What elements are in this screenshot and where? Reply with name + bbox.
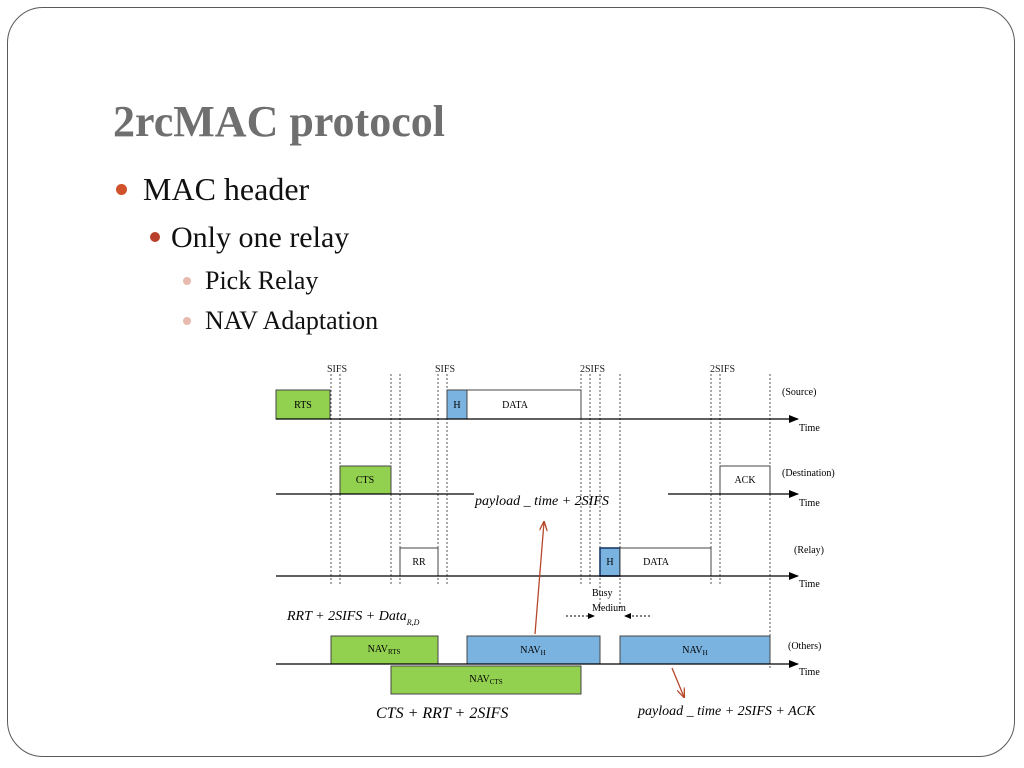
nav-h-frame xyxy=(619,635,771,665)
ifs-label: 2SIFS xyxy=(710,364,735,375)
slide-title: 2rcMAC protocol xyxy=(113,97,445,146)
time-label: Time xyxy=(799,667,820,678)
ifs-label: SIFS xyxy=(435,364,455,375)
data-label: DATA xyxy=(502,400,529,411)
bullet-only-one-relay: Only one relay xyxy=(150,221,349,255)
slide-frame xyxy=(7,7,1015,757)
nav-h-label: NAVH xyxy=(682,645,707,657)
bullet-mac-header: MAC header xyxy=(116,171,309,208)
rts-frame xyxy=(275,389,331,420)
cts-frame xyxy=(339,465,392,495)
nav-cts-frame xyxy=(390,665,582,695)
data-frame xyxy=(619,547,712,577)
rts-label: RTS xyxy=(294,400,312,411)
annotation-arrows xyxy=(534,522,684,697)
data-label: DATA xyxy=(643,557,670,568)
nav-h-frame xyxy=(466,635,601,665)
busy-medium-label: Medium xyxy=(592,603,626,614)
formula-payload-2sifs: payload _ time + 2SIFS xyxy=(474,494,609,509)
bullet-dot xyxy=(183,317,191,326)
arrow-to-payload-ack xyxy=(671,667,684,697)
arrow-to-payload xyxy=(534,522,544,635)
lane-label: (Destination) xyxy=(782,468,835,479)
bullet-dot xyxy=(150,232,160,243)
bullet-text: Only one relay xyxy=(171,221,350,254)
formula-cts-rrt: CTS + RRT + 2SIFS xyxy=(376,705,508,722)
busy-medium: Busy Medium xyxy=(566,588,650,619)
header-label: H xyxy=(606,557,613,568)
rr-label: RR xyxy=(412,557,426,568)
time-label: Time xyxy=(799,579,820,590)
ifs-label: SIFS xyxy=(327,364,347,375)
bullet-nav-adaptation: NAV Adaptation xyxy=(183,306,378,336)
ack-frame xyxy=(719,465,771,495)
lane-source: RTS H DATA (Source) Time xyxy=(275,387,820,434)
formula-rrt: RRT + 2SIFS + DataR,D xyxy=(286,609,420,627)
bullet-dot xyxy=(116,184,127,196)
busy-medium-label: Busy xyxy=(592,588,613,599)
bullet-text: NAV Adaptation xyxy=(205,306,379,335)
ifs-labels: SIFS SIFS 2SIFS 2SIFS xyxy=(327,364,735,375)
bullet-dot xyxy=(183,277,191,286)
lane-others: RRT + 2SIFS + DataR,D NAVRTS NAVH NAVH (… xyxy=(276,609,821,722)
nav-h-label: NAVH xyxy=(520,645,545,657)
bullet-text: MAC header xyxy=(143,171,310,207)
lane-label: (Relay) xyxy=(794,545,824,556)
time-label: Time xyxy=(799,423,820,434)
cts-label: CTS xyxy=(356,475,374,486)
header-label: H xyxy=(453,400,460,411)
ack-label: ACK xyxy=(734,475,756,486)
lane-label: (Source) xyxy=(782,387,816,398)
lane-destination: CTS ACK (Destination) Time payload _ tim… xyxy=(276,465,835,509)
bullet-pick-relay: Pick Relay xyxy=(183,266,318,296)
nav-cts-label: NAVCTS xyxy=(469,674,502,686)
data-frame xyxy=(466,389,582,420)
formula-payload-ack: payload _ time + 2SIFS + ACK xyxy=(637,704,816,719)
ifs-label: 2SIFS xyxy=(580,364,605,375)
lane-label: (Others) xyxy=(788,641,821,652)
lane-relay: RR H DATA (Relay) Time xyxy=(276,545,824,590)
bullet-text: Pick Relay xyxy=(205,266,319,295)
time-label: Time xyxy=(799,498,820,509)
nav-rts-label: NAVRTS xyxy=(368,644,401,656)
